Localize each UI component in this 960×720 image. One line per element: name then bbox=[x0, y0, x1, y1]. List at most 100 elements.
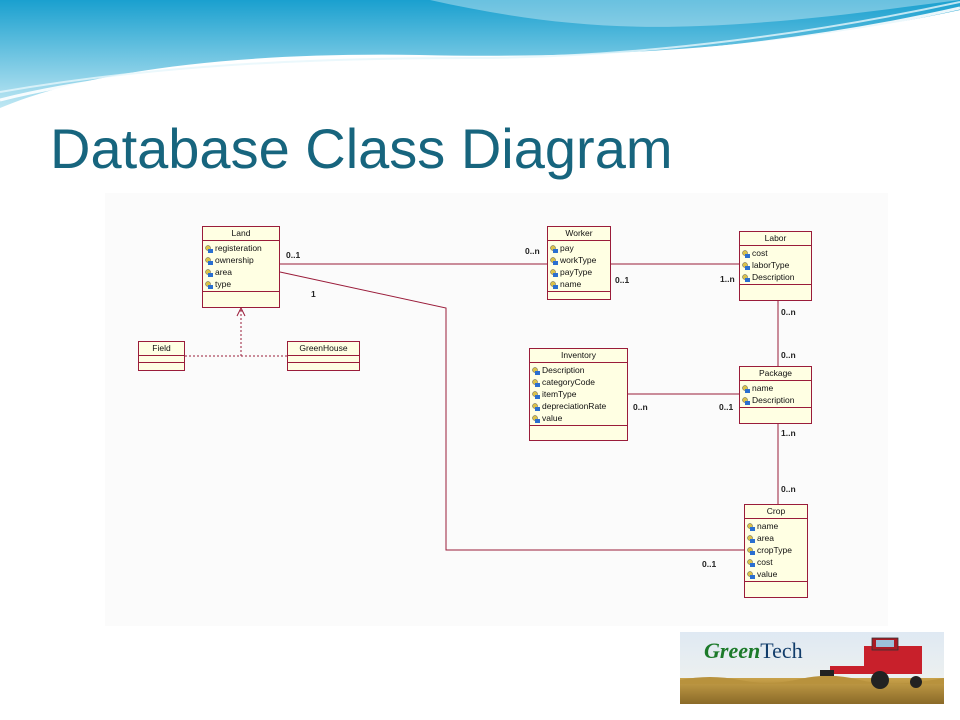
greentech-logo: GreenTech bbox=[680, 632, 944, 704]
class-operations bbox=[203, 292, 279, 298]
class-worker: Worker pay workType payType name bbox=[547, 226, 611, 300]
attribute-item: laborType bbox=[742, 259, 809, 271]
class-labor-name: Labor bbox=[740, 232, 811, 246]
multiplicity-label: 1 bbox=[311, 289, 316, 299]
class-crop: Crop name area cropType cost value bbox=[744, 504, 808, 598]
attribute-item: name bbox=[550, 278, 608, 290]
attribute-icon bbox=[747, 558, 755, 567]
class-field: Field bbox=[138, 341, 185, 371]
attribute-icon bbox=[532, 402, 540, 411]
attribute-icon bbox=[742, 273, 750, 282]
multiplicity-label: 0..1 bbox=[615, 275, 630, 285]
attribute-icon bbox=[532, 390, 540, 399]
class-operations bbox=[530, 426, 627, 432]
class-crop-name: Crop bbox=[745, 505, 807, 519]
attribute-item: value bbox=[747, 568, 805, 580]
class-land-attributes: registeration ownership area type bbox=[203, 241, 279, 292]
class-greenhouse-attributes bbox=[288, 356, 359, 363]
attribute-item: Description bbox=[742, 271, 809, 283]
class-greenhouse: GreenHouse bbox=[287, 341, 360, 371]
multiplicity-label: 1..n bbox=[720, 274, 735, 284]
generalization-field-land bbox=[185, 309, 242, 357]
attribute-icon bbox=[550, 256, 558, 265]
attribute-item: registeration bbox=[205, 242, 277, 254]
attribute-item: payType bbox=[550, 266, 608, 278]
class-inventory-name: Inventory bbox=[530, 349, 627, 363]
class-field-name: Field bbox=[139, 342, 184, 356]
attribute-icon bbox=[742, 384, 750, 393]
class-labor: Labor cost laborType Description bbox=[739, 231, 812, 301]
diagram-connectors bbox=[185, 263, 779, 551]
logo-wordmark: GreenTech bbox=[704, 638, 803, 664]
attribute-icon bbox=[742, 249, 750, 258]
attribute-icon bbox=[747, 522, 755, 531]
multiplicity-label: 0..n bbox=[781, 484, 796, 494]
attribute-icon bbox=[742, 261, 750, 270]
class-operations bbox=[288, 363, 359, 369]
class-package-attributes: name Description bbox=[740, 381, 811, 408]
class-field-attributes bbox=[139, 356, 184, 363]
attribute-icon bbox=[550, 244, 558, 253]
attribute-item: ownership bbox=[205, 254, 277, 266]
attribute-item: area bbox=[747, 532, 805, 544]
attribute-item: Description bbox=[742, 394, 809, 406]
attribute-icon bbox=[742, 396, 750, 405]
class-labor-attributes: cost laborType Description bbox=[740, 246, 811, 285]
attribute-item: cost bbox=[742, 247, 809, 259]
class-package-name: Package bbox=[740, 367, 811, 381]
attribute-item: workType bbox=[550, 254, 608, 266]
attribute-icon bbox=[747, 570, 755, 579]
multiplicity-label: 0..1 bbox=[719, 402, 734, 412]
attribute-icon bbox=[205, 244, 213, 253]
multiplicity-label: 1..n bbox=[781, 428, 796, 438]
logo-word-tech: Tech bbox=[760, 638, 803, 663]
attribute-icon bbox=[205, 280, 213, 289]
class-crop-attributes: name area cropType cost value bbox=[745, 519, 807, 582]
attribute-icon bbox=[532, 414, 540, 423]
attribute-item: value bbox=[532, 412, 625, 424]
logo-word-green: Green bbox=[704, 638, 761, 663]
attribute-item: name bbox=[742, 382, 809, 394]
attribute-icon bbox=[550, 268, 558, 277]
generalization-arrowhead bbox=[236, 306, 246, 317]
attribute-icon bbox=[205, 268, 213, 277]
class-package: Package name Description bbox=[739, 366, 812, 424]
multiplicity-label: 0..1 bbox=[286, 250, 301, 260]
attribute-item: itemType bbox=[532, 388, 625, 400]
attribute-item: pay bbox=[550, 242, 608, 254]
multiplicity-label: 0..n bbox=[781, 307, 796, 317]
attribute-item: name bbox=[747, 520, 805, 532]
class-diagram-canvas: Land registeration ownership area type W… bbox=[105, 193, 888, 626]
class-operations bbox=[139, 363, 184, 369]
attribute-item: categoryCode bbox=[532, 376, 625, 388]
attribute-icon bbox=[205, 256, 213, 265]
class-operations bbox=[740, 285, 811, 291]
attribute-icon bbox=[747, 534, 755, 543]
class-worker-attributes: pay workType payType name bbox=[548, 241, 610, 292]
attribute-item: cost bbox=[747, 556, 805, 568]
harvester-field-image bbox=[680, 632, 944, 704]
attribute-item: type bbox=[205, 278, 277, 290]
class-land-name: Land bbox=[203, 227, 279, 241]
attribute-icon bbox=[532, 378, 540, 387]
multiplicity-label: 0..n bbox=[781, 350, 796, 360]
slide-title: Database Class Diagram bbox=[50, 117, 673, 180]
attribute-icon bbox=[532, 366, 540, 375]
header-wave-decoration bbox=[0, 0, 960, 108]
class-operations bbox=[745, 582, 807, 588]
multiplicity-label: 0..n bbox=[633, 402, 648, 412]
class-greenhouse-name: GreenHouse bbox=[288, 342, 359, 356]
multiplicity-label: 0..1 bbox=[702, 559, 717, 569]
attribute-icon bbox=[747, 546, 755, 555]
class-operations bbox=[740, 408, 811, 414]
class-worker-name: Worker bbox=[548, 227, 610, 241]
class-inventory-attributes: Description categoryCode itemType deprec… bbox=[530, 363, 627, 426]
attribute-item: area bbox=[205, 266, 277, 278]
class-inventory: Inventory Description categoryCode itemT… bbox=[529, 348, 628, 441]
attribute-item: Description bbox=[532, 364, 625, 376]
attribute-icon bbox=[550, 280, 558, 289]
class-land: Land registeration ownership area type bbox=[202, 226, 280, 308]
multiplicity-label: 0..n bbox=[525, 246, 540, 256]
class-operations bbox=[548, 292, 610, 298]
attribute-item: cropType bbox=[747, 544, 805, 556]
